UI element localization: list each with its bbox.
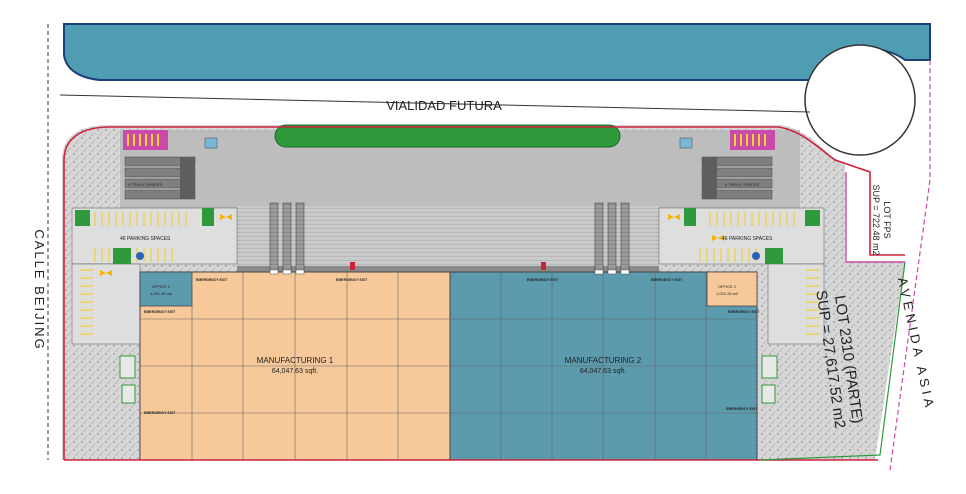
cul-de-sac	[804, 44, 916, 156]
crosswalk-right	[734, 134, 766, 146]
loading-dock-apron	[237, 206, 659, 272]
parking-right-strip	[767, 263, 825, 345]
truck-label-left: 4 TRUCK SPACES	[128, 182, 162, 187]
road-label-left: CALLE BEIJING	[32, 229, 47, 350]
road-edge-right	[889, 60, 931, 471]
guard-left	[204, 137, 218, 149]
island-left-2	[202, 208, 214, 226]
office-2	[706, 271, 758, 307]
island-right-2	[805, 210, 820, 226]
lot-fps-line1: LOT FPS	[882, 201, 892, 238]
mfg1-area: 64,047.63 sqft.	[272, 368, 318, 375]
equipment-right-1	[761, 355, 778, 379]
emergency-exit-4: EMERGENCY EXIT	[651, 278, 683, 282]
mfg2-name: MANUFACTURING 2	[565, 356, 642, 365]
boundary-magenta	[845, 172, 905, 263]
mfg2-area: 64,047.63 sqft.	[580, 368, 626, 375]
island-right-3	[765, 248, 783, 264]
emergency-exit-3: EMERGENCY EXIT	[527, 278, 559, 282]
boundary-green	[759, 261, 906, 461]
equipment-left-2	[121, 384, 136, 404]
mfg1-name: MANUFACTURING 1	[257, 356, 334, 365]
dock-edge	[237, 266, 659, 272]
guard-right	[679, 137, 693, 149]
road-label-top: VIALIDAD FUTURA	[386, 98, 502, 113]
fire-marker-left	[350, 262, 355, 270]
equipment-left-1	[119, 355, 136, 379]
island-left-1	[75, 210, 90, 226]
truck-spaces-left	[124, 156, 196, 200]
emergency-exit-7: EMERGENCY EXIT	[144, 411, 176, 415]
office-1	[139, 271, 193, 307]
fire-marker-right	[541, 262, 546, 270]
parking-left-strip	[71, 263, 141, 345]
equipment-right-2	[761, 384, 776, 404]
emergency-exit-markers: EMERGENCY EXIT EMERGENCY EXIT EMERGENCY …	[144, 278, 760, 415]
office-1-area: 1,001.26 m2	[150, 291, 173, 296]
accessible-icon-left	[136, 252, 144, 260]
truck-label-right: 4 TRUCK SPACES	[725, 182, 759, 187]
road-label-right: AVENIDA ASIA	[895, 276, 938, 412]
arrow-icons	[100, 214, 724, 276]
road-edge-top	[59, 94, 811, 113]
island-right-1	[684, 208, 696, 226]
emergency-exit-5: EMERGENCY EXIT	[144, 310, 176, 314]
column-grid	[140, 272, 757, 460]
trucks-left	[269, 202, 305, 272]
office-2-name: OFFICE 2	[718, 284, 737, 289]
trucks-right	[594, 202, 630, 272]
island-left-3	[113, 248, 131, 264]
office-1-name: OFFICE 1	[152, 284, 171, 289]
office-2-area: 1,001.26 m2	[716, 291, 739, 296]
truck-spaces-right	[701, 156, 773, 200]
emergency-exit-8: EMERGENCY EXIT	[726, 407, 758, 411]
emergency-exit-6: EMERGENCY EXIT	[728, 310, 760, 314]
green-median	[274, 124, 621, 148]
emergency-exit-1: EMERGENCY EXIT	[196, 278, 228, 282]
water-area	[63, 23, 931, 81]
parking-stalls-right	[699, 212, 820, 335]
lot-fps-line2: SUP = 722.48 m2	[871, 184, 881, 255]
emergency-exit-2: EMERGENCY EXIT	[336, 278, 368, 282]
parking-label-right: 46 PARKING SPACES	[722, 236, 773, 242]
accessible-icon-right	[752, 252, 760, 260]
dock-doors	[269, 269, 630, 275]
boundary-red	[63, 126, 905, 460]
parking-label-left: 46 PARKING SPACES	[120, 236, 171, 242]
crosswalk-left	[127, 134, 159, 146]
